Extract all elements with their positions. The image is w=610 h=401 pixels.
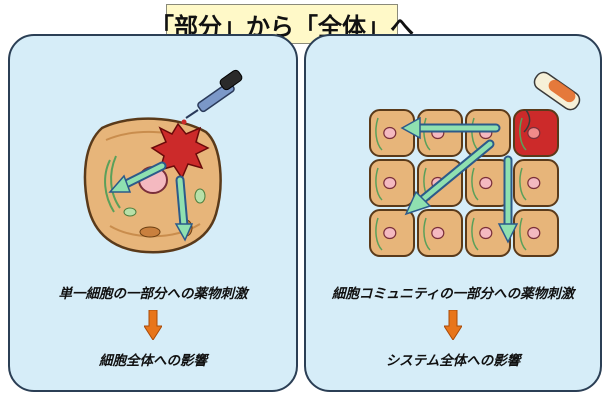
cell-membrane-detail	[423, 217, 431, 251]
dropper-icon	[181, 69, 243, 125]
cell-nucleus	[383, 126, 397, 140]
single-cell-panel: 単一細胞の一部分への薬物刺激 細胞全体への影響	[8, 34, 298, 392]
cell-nucleus	[527, 176, 541, 190]
test-tube-icon	[523, 71, 581, 133]
cell-membrane-detail	[471, 217, 479, 251]
cell-membrane-detail	[375, 167, 383, 201]
cell-nucleus	[527, 226, 541, 240]
cell-nucleus	[383, 176, 397, 190]
cell-membrane-detail	[423, 117, 431, 151]
cell-membrane-detail	[519, 167, 527, 201]
cell-icon	[83, 69, 243, 254]
cell-membrane-detail	[471, 167, 479, 201]
left-caption-stimulus: 単一細胞の一部分への薬物刺激	[58, 286, 248, 302]
down-arrow-icon	[444, 310, 462, 340]
cell-membrane-detail	[375, 117, 383, 151]
cell-grid-icon	[369, 71, 581, 257]
cell-nucleus	[479, 176, 493, 190]
cell-community-panel: 細胞コミュニティの一部分への薬物刺激 システム全体への影響	[304, 34, 602, 392]
right-caption-stimulus: 細胞コミュニティの一部分への薬物刺激	[331, 286, 575, 302]
cell-membrane-detail	[375, 217, 383, 251]
right-caption-effect: システム全体への影響	[385, 353, 521, 369]
left-caption-effect: 細胞全体への影響	[99, 353, 207, 369]
cell-nucleus	[479, 226, 493, 240]
cell-membrane-detail	[471, 117, 479, 151]
cell-membrane-detail	[519, 217, 527, 251]
down-arrow-icon	[144, 310, 162, 340]
cell-nucleus	[383, 226, 397, 240]
cell-membrane-detail	[519, 117, 527, 151]
cell-nucleus	[431, 226, 445, 240]
cell-nucleus	[527, 126, 541, 140]
